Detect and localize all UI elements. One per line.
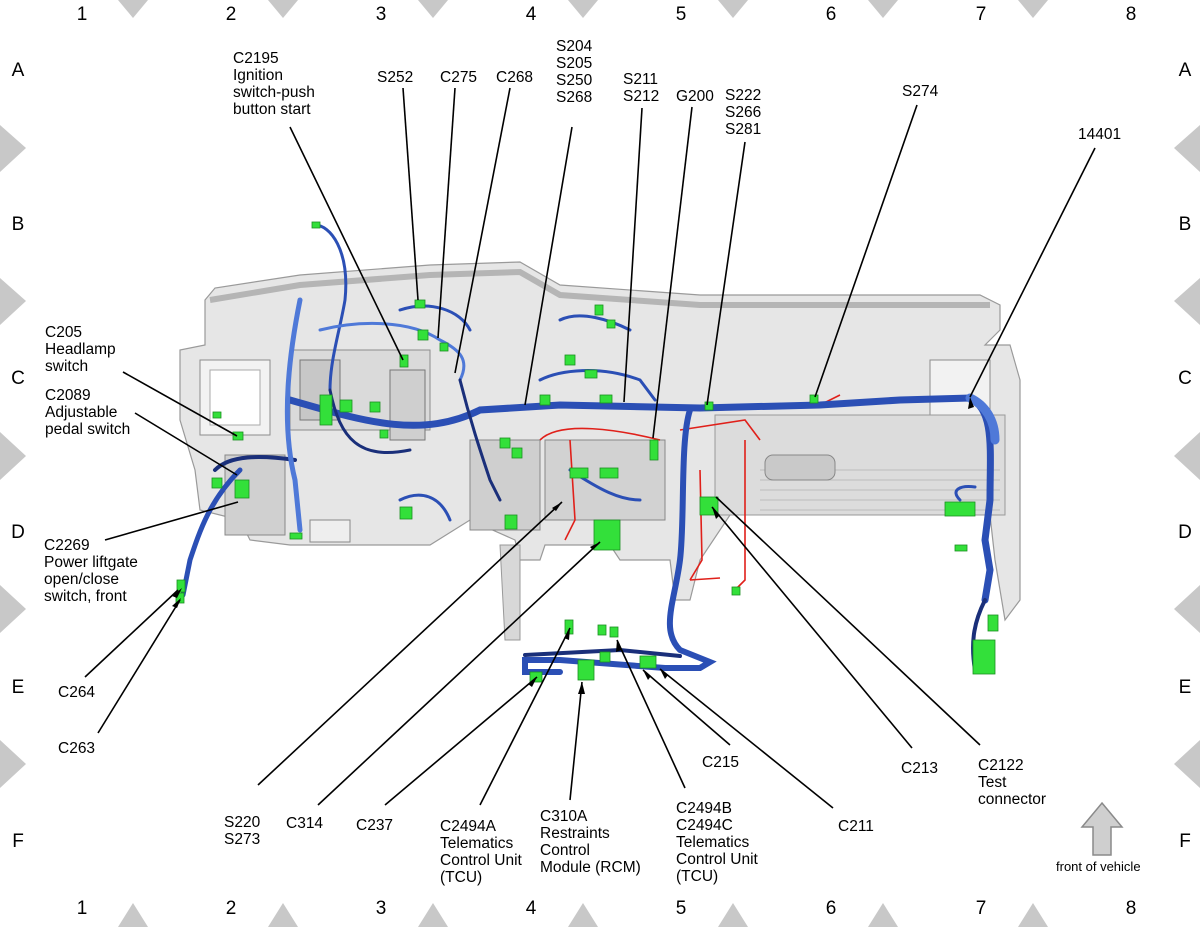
front-arrow-icon: [1080, 801, 1124, 856]
label-s274: S274: [902, 83, 939, 100]
label-s204-group: S204 S205 S250 S268: [556, 38, 593, 106]
label-s252: S252: [377, 69, 414, 86]
grid-col-bottom-7: 7: [975, 898, 987, 919]
label-c2195: C2195 Ignition switch-push button start: [233, 50, 315, 118]
label-s222-group: S222 S266 S281: [725, 87, 762, 138]
grid-col-bottom-2: 2: [225, 898, 237, 919]
label-c310a: C310A Restraints Control Module (RCM): [540, 808, 641, 876]
leader-lines: [84, 87, 1096, 809]
label-c2089: C2089 Adjustable pedal switch: [45, 387, 131, 438]
connectors: [175, 221, 999, 683]
label-c211: C211: [838, 818, 874, 835]
label-c213: C213: [901, 760, 939, 777]
grid-col-top-7: 7: [975, 4, 987, 25]
grid-row-left-d: D: [11, 522, 25, 543]
grid-row-left-a: A: [11, 60, 25, 81]
label-c2494bc: C2494B C2494C Telematics Control Unit (T…: [676, 800, 758, 885]
grid-col-top-6: 6: [825, 4, 837, 25]
leader-arrowheads: [172, 397, 974, 694]
grid-row-left-f: F: [12, 831, 24, 852]
grid-row-right-c: C: [1178, 368, 1192, 389]
label-c2494a: C2494A Telematics Control Unit (TCU): [440, 818, 522, 886]
label-c2122: C2122 Test connector: [978, 757, 1047, 808]
grid-col-bottom-4: 4: [525, 898, 537, 919]
grid-col-top-3: 3: [375, 4, 387, 25]
grid-col-top-4: 4: [525, 4, 537, 25]
front-of-vehicle-label: front of vehicle: [1056, 859, 1141, 874]
grid-row-right-b: B: [1178, 214, 1192, 235]
label-c2269: C2269 Power liftgate open/close switch, …: [44, 537, 138, 605]
grid-row-left-b: B: [11, 214, 25, 235]
grid-col-top-8: 8: [1125, 4, 1137, 25]
grid-col-bottom-5: 5: [675, 898, 687, 919]
grid-col-bottom-3: 3: [375, 898, 387, 919]
label-g200: G200: [676, 88, 714, 105]
label-s220-group: S220 S273: [224, 814, 261, 848]
grid-col-bottom-1: 1: [76, 898, 88, 919]
grid-col-bottom-6: 6: [825, 898, 837, 919]
label-c314: C314: [286, 815, 324, 832]
grid-col-top-1: 1: [76, 4, 88, 25]
label-s211-group: S211 S212: [623, 71, 660, 105]
label-14401: 14401: [1078, 126, 1122, 143]
grid-col-top-2: 2: [225, 4, 237, 25]
grid-col-top-5: 5: [675, 4, 687, 25]
grid-row-left-c: C: [11, 368, 25, 389]
label-c215: C215: [702, 754, 740, 771]
label-c268: C268: [496, 69, 534, 86]
grid-row-right-e: E: [1178, 677, 1192, 698]
label-c264: C264: [58, 684, 96, 701]
label-c275: C275: [440, 69, 478, 86]
label-c237: C237: [356, 817, 394, 834]
grid-col-bottom-8: 8: [1125, 898, 1137, 919]
grid-row-right-a: A: [1178, 60, 1192, 81]
grid-row-right-d: D: [1178, 522, 1192, 543]
label-c205: C205 Headlamp switch: [45, 324, 116, 375]
label-c263: C263: [58, 740, 96, 757]
grid-row-left-e: E: [11, 677, 25, 698]
grid-row-right-f: F: [1179, 831, 1191, 852]
